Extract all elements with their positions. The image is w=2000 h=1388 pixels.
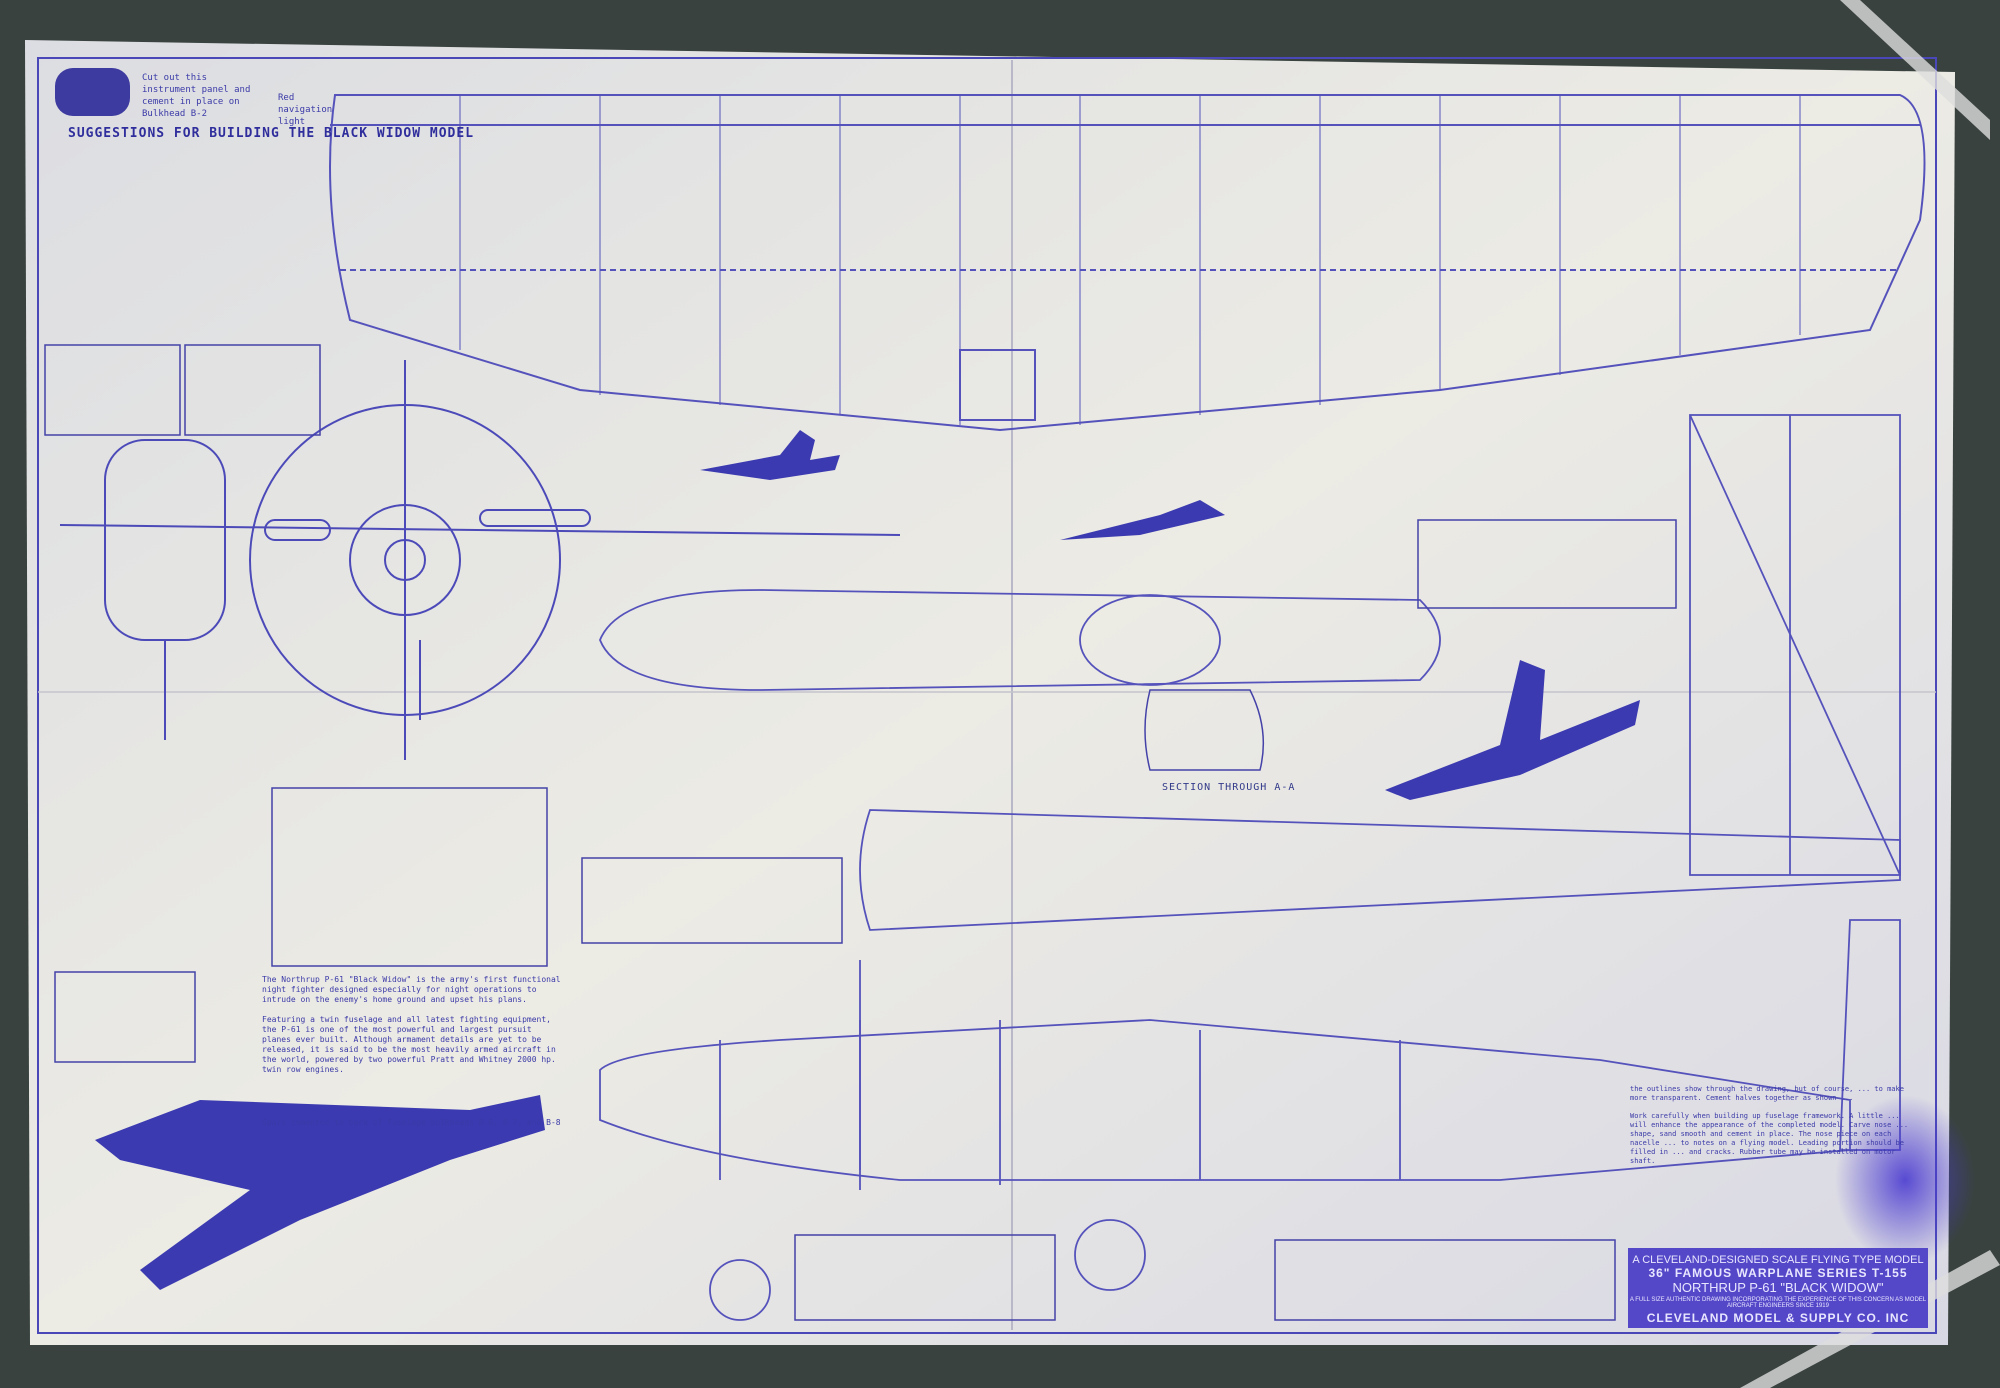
finishing-text: the outlines show through the drawing, b… — [1630, 1085, 1909, 1165]
fuselage-top-view — [599, 589, 1901, 931]
suggestions-heading: SUGGESTIONS FOR BUILDING THE BLACK WIDOW… — [68, 126, 475, 141]
instrument-panel — [55, 68, 130, 116]
title-line-2: 36" FAMOUS WARPLANE SERIES T-155 — [1648, 1266, 1908, 1280]
tape-strip — [1840, 0, 1990, 140]
nav-light-note: Red navigation light — [278, 93, 333, 127]
section-label: SECTION THROUGH A-A — [1162, 782, 1296, 793]
aircraft-illustrations — [95, 430, 1640, 1290]
title-line-4: A FULL SIZE AUTHENTIC DRAWING INCORPORAT… — [1629, 1297, 1927, 1309]
title-line-1: A CLEVELAND-DESIGNED SCALE FLYING TYPE M… — [1632, 1254, 1924, 1266]
description-text: The Northrup P-61 "Black Widow" is the a… — [262, 975, 561, 1074]
spar-note: Spars cemented to back of fuselage bulkh… — [262, 1118, 561, 1127]
wing-plan — [329, 94, 1926, 432]
title-line-3: NORTHRUP P-61 "BLACK WIDOW" — [1672, 1280, 1884, 1295]
front-view — [59, 360, 901, 760]
tail-plan — [1689, 414, 1901, 876]
company-name: CLEVELAND MODEL & SUPPLY CO. INC — [1646, 1311, 1910, 1325]
border — [37, 57, 1937, 1334]
instrument-panel-note: Cut out this instrument panel and cement… — [142, 73, 251, 119]
ink-stain — [1835, 1095, 1975, 1265]
detail-inset-boxes — [44, 344, 1677, 1321]
fuselage-side-view — [599, 919, 1901, 1321]
title-block: A CLEVELAND-DESIGNED SCALE FLYING TYPE M… — [1628, 1248, 1928, 1328]
